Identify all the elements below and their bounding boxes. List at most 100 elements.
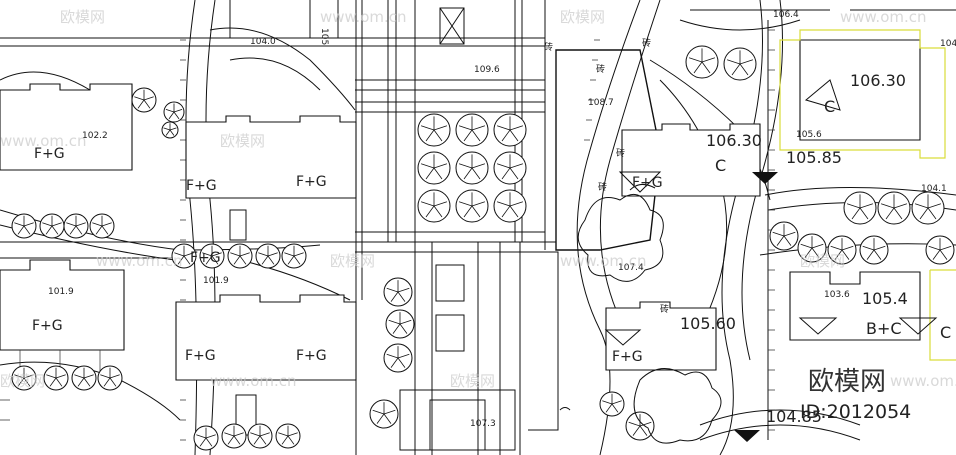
watermark-brand: 欧模网 [220,132,265,150]
elevation-markers [604,79,938,442]
building-label: F+G [190,250,221,266]
tree-symbol [369,399,399,429]
tree-symbol [685,45,719,79]
tree-symbol [383,277,413,307]
elevation-label: 107.4 [618,263,644,273]
tree-symbol [193,425,219,451]
elevation-label: 106.30 [706,131,762,150]
watermark-brand: 欧模网 [800,252,845,270]
tree-symbol [859,235,889,265]
tree-symbol [827,235,857,265]
watermark-brand: 欧模网 [560,8,605,26]
tree-symbol [417,189,451,223]
material-label: 砖 [660,303,669,315]
buildings-right [605,39,921,371]
tree-symbol [493,113,527,147]
tree-symbol [877,191,911,225]
tree-symbol [769,221,799,251]
tree-symbol [797,233,827,263]
watermark-brand: 欧模网 [0,372,45,390]
tree-symbol [417,151,451,185]
shrub-clusters [577,184,722,444]
building-label: B+C [866,319,902,338]
elevation-label: 107.3 [470,419,496,429]
building-label: F+G [296,348,327,364]
elevation-label: 104.0 [250,37,276,47]
plaza-box [399,7,516,451]
building-label: F+G [32,318,63,334]
tree-symbol [625,411,655,441]
elevation-label: 104.85 [766,407,822,426]
watermark-site: www.om.cn [890,372,956,390]
tree-symbol [221,423,247,449]
tree-symbol [493,151,527,185]
building-label: F+G [34,146,65,162]
watermark-brand: 欧模网 [330,252,375,270]
tree-symbol [63,213,89,239]
tree-symbol [275,423,301,449]
tree-symbol [199,243,225,269]
building-label: F+G [185,348,216,364]
elevation-label: 105 [319,28,329,45]
watermark-site: www.om.cn [560,252,647,270]
watermark-site: www.om.cn [96,252,183,270]
tree-symbol [97,365,123,391]
watermark-site: www.om.cn [0,132,87,150]
tree-symbol [493,189,527,223]
tree-symbol [723,47,757,81]
tree-symbol [11,213,37,239]
building-label: C [715,156,726,175]
elevation-label: 109.6 [474,65,500,75]
building-label: F+G [296,174,327,190]
watermark-brand: 欧模网 [450,372,495,390]
tree-symbol [71,365,97,391]
tree-symbol [171,243,197,269]
drawing-labels: 104.0 105 109.6 106.4 104 102.2 108.7 10… [32,10,956,429]
tree-symbol [383,343,413,373]
material-label: 砖 [596,63,605,75]
elevation-label: 106.30 [850,71,906,90]
tree-symbol [39,213,65,239]
tree-symbol [227,243,253,269]
tree-symbol [843,191,877,225]
tree-symbol [255,243,281,269]
slope-ticks [180,20,775,441]
model-id: ID:2012054 [800,401,911,423]
tree-symbol [455,151,489,185]
elevation-label: 102.2 [82,131,108,141]
elevation-label: 104.1 [921,184,947,194]
building-label: C [824,97,835,116]
tree-symbol [925,235,955,265]
trees [11,45,955,451]
elevation-label: 103.6 [824,290,850,300]
tree-symbol [161,121,179,139]
tree-symbol [385,309,415,339]
elevation-label: 108.7 [588,98,614,108]
elevation-label: 105.60 [680,314,736,333]
watermark-site: www.om.cn [210,372,297,390]
building-label: F+G [632,175,663,191]
elevation-label: 101.9 [203,276,229,286]
tree-symbol [163,101,185,123]
elevation-label: 106.4 [773,10,799,20]
brand-logo-text: 欧模网 [808,367,886,397]
material-label: 砖 [544,41,553,53]
tree-symbol [131,87,157,113]
elevation-label: 105.4 [862,289,908,308]
material-label: 砖 [598,181,607,193]
building-label: F+G [186,178,217,194]
road-grid [0,0,556,455]
tree-symbol [911,191,945,225]
material-label: 砖 [616,147,625,159]
watermark-brand: 欧模网 [60,8,105,26]
tree-symbol [89,213,115,239]
elevation-label: 104 [940,39,956,49]
buildings-left [0,83,357,436]
elevation-label: 105.85 [786,148,842,167]
central-area [528,49,661,431]
tree-symbol [417,113,451,147]
elevation-label: 105.6 [796,130,822,140]
tree-symbol [599,391,625,417]
highlighted-building-outline [779,29,956,361]
